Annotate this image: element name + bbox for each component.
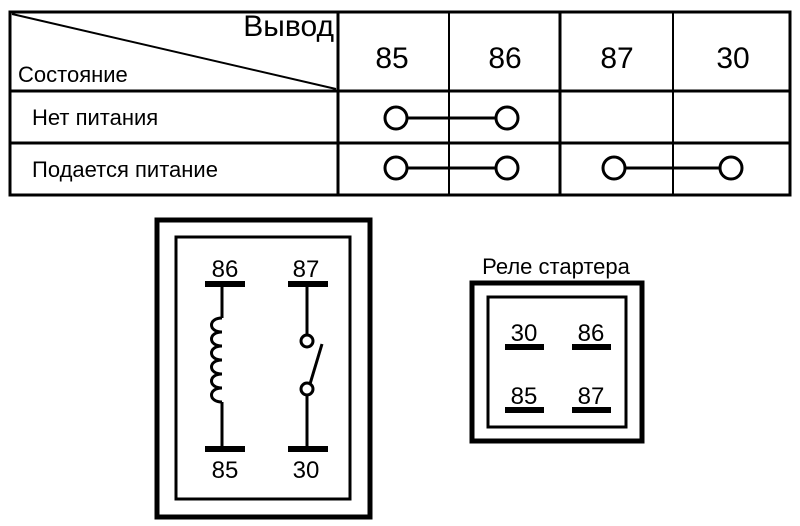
pin-header-30: 30	[716, 42, 749, 75]
relay-inner-frame	[174, 235, 352, 501]
starter-relay-title: Реле стартера	[482, 254, 631, 279]
row-label-no-power: Нет питания	[32, 105, 158, 130]
connection-node-87	[601, 155, 627, 181]
relay-pin-label-86: 86	[212, 256, 239, 283]
pin-state-table	[8, 10, 792, 197]
relay-schematic	[154, 217, 373, 520]
starter-relay-outer-frame	[469, 280, 645, 444]
switch-contact-icon	[299, 284, 324, 449]
coil-icon	[210, 284, 224, 449]
corner-label-state: Состояние	[18, 62, 128, 87]
row-label-power-applied: Подается питание	[32, 157, 218, 182]
starter-pin-label-86: 86	[578, 320, 605, 347]
connection-node-86	[494, 105, 520, 131]
connection-node-86	[494, 155, 520, 181]
starter-pin-label-30: 30	[511, 320, 538, 347]
relay-pin-label-85: 85	[212, 457, 239, 484]
starter-pin-label-85: 85	[511, 383, 538, 410]
pin-header-86: 86	[488, 42, 521, 75]
starter-relay-inner-frame	[486, 295, 628, 429]
corner-label-pin: Вывод	[243, 10, 334, 43]
relay-outer-frame	[154, 217, 373, 520]
relay-pin-label-87: 87	[293, 256, 320, 283]
connection-node-30	[718, 155, 744, 181]
starter-relay-block	[469, 280, 645, 444]
connection-marks	[383, 105, 744, 181]
pin-header-85: 85	[375, 42, 408, 75]
connection-node-85	[383, 105, 409, 131]
pin-header-87: 87	[600, 42, 633, 75]
starter-pin-label-87: 87	[578, 383, 605, 410]
connection-node-85	[383, 155, 409, 181]
relay-pin-label-30: 30	[293, 457, 320, 484]
